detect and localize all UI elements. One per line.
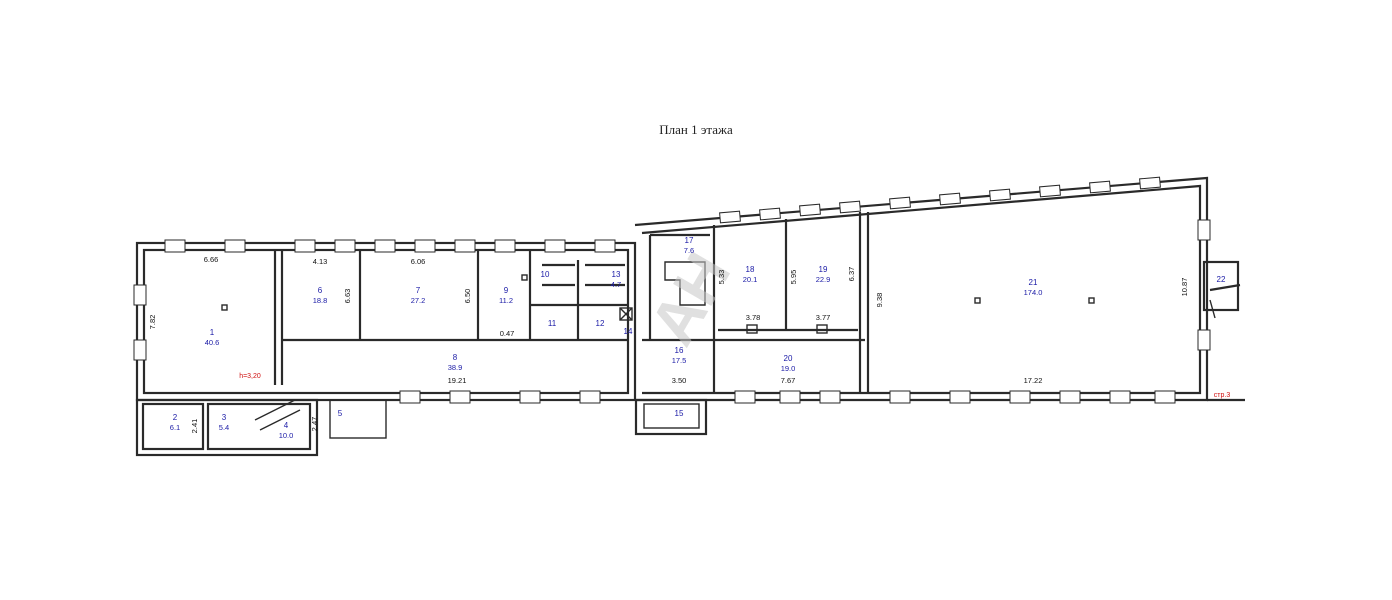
room-16-area: 17.5 — [672, 356, 687, 365]
dimension-label: 2.47 — [310, 417, 319, 432]
fixtures — [221, 274, 1245, 402]
room-8-number: 8 — [453, 353, 458, 362]
windows — [133, 176, 1211, 404]
dimension-label: 2.41 — [190, 419, 199, 434]
room-labels: 1 40.6 2 6.1 3 5.4 4 10.0 5 6 18.8 7 27.… — [170, 236, 1226, 440]
dimension-label: 3.77 — [816, 313, 831, 322]
dimension-label: 5.95 — [789, 270, 798, 285]
plan-title: План 1 этажа — [659, 122, 733, 137]
room-17-area: 7.6 — [684, 246, 694, 255]
room-12-number: 12 — [596, 319, 605, 328]
outer-walls — [135, 176, 1240, 457]
dimension-label: 17.22 — [1024, 376, 1043, 385]
room-4-number: 4 — [284, 421, 289, 430]
room-2-number: 2 — [173, 413, 178, 422]
room-21-area: 174.0 — [1024, 288, 1043, 297]
dimension-label: 6.06 — [411, 257, 426, 266]
ceiling-height-mark: h=3,20 — [239, 373, 261, 380]
room-2-area: 6.1 — [170, 423, 180, 432]
dimension-label: 6.37 — [847, 267, 856, 282]
room-9-number: 9 — [504, 286, 509, 295]
dimension-label: 6.66 — [204, 255, 219, 264]
room-19-area: 22.9 — [816, 275, 831, 284]
room-18-area: 20.1 — [743, 275, 758, 284]
room-9-area: 11.2 — [499, 296, 513, 305]
dimension-label: 19.21 — [448, 376, 467, 385]
room-22-number: 22 — [1217, 275, 1226, 284]
section-mark: стр.3 — [1214, 392, 1231, 399]
dimension-label: 0.47 — [500, 329, 515, 338]
room-3-area: 5.4 — [219, 423, 229, 432]
dimension-label: 4.13 — [313, 257, 328, 266]
room-4-area: 10.0 — [279, 431, 294, 440]
room-6-area: 18.8 — [313, 296, 328, 305]
room-21-number: 21 — [1029, 278, 1038, 287]
dimension-label: 7.67 — [781, 376, 796, 385]
room-18-number: 18 — [746, 265, 755, 274]
dimension-label: 3.78 — [746, 313, 761, 322]
room-7-area: 27.2 — [411, 296, 426, 305]
dimension-label: 10.87 — [1180, 278, 1189, 297]
dimension-labels: 6.66 7.82 4.13 6.63 6.06 6.50 0.47 19.21… — [148, 255, 1189, 433]
dimension-label: 3.50 — [672, 376, 687, 385]
room-20-number: 20 — [784, 354, 793, 363]
dimension-label: 6.50 — [463, 289, 472, 304]
room-7-number: 7 — [416, 286, 421, 295]
room-19-number: 19 — [819, 265, 828, 274]
interior-walls — [254, 212, 870, 431]
room-6-number: 6 — [318, 286, 323, 295]
room-8-area: 38.9 — [448, 363, 463, 372]
room-1-area: 40.6 — [205, 338, 220, 347]
room-16-number: 16 — [675, 346, 684, 355]
dimension-label: 5.33 — [717, 270, 726, 285]
room-13-area: 4.7 — [611, 280, 621, 289]
room-3-number: 3 — [222, 413, 227, 422]
room-10-number: 10 — [541, 270, 550, 279]
room-5-number: 5 — [338, 409, 343, 418]
dimension-label: 9.38 — [875, 293, 884, 308]
room-17-number: 17 — [685, 236, 694, 245]
dimension-label: 6.63 — [343, 289, 352, 304]
room-20-area: 19.0 — [781, 364, 796, 373]
room-1-number: 1 — [210, 328, 215, 337]
room-14-number: 14 — [624, 327, 633, 336]
room-15-number: 15 — [675, 409, 684, 418]
room-11-number: 11 — [548, 319, 557, 328]
dimension-label: 7.82 — [148, 315, 157, 330]
room-13-number: 13 — [612, 270, 621, 279]
